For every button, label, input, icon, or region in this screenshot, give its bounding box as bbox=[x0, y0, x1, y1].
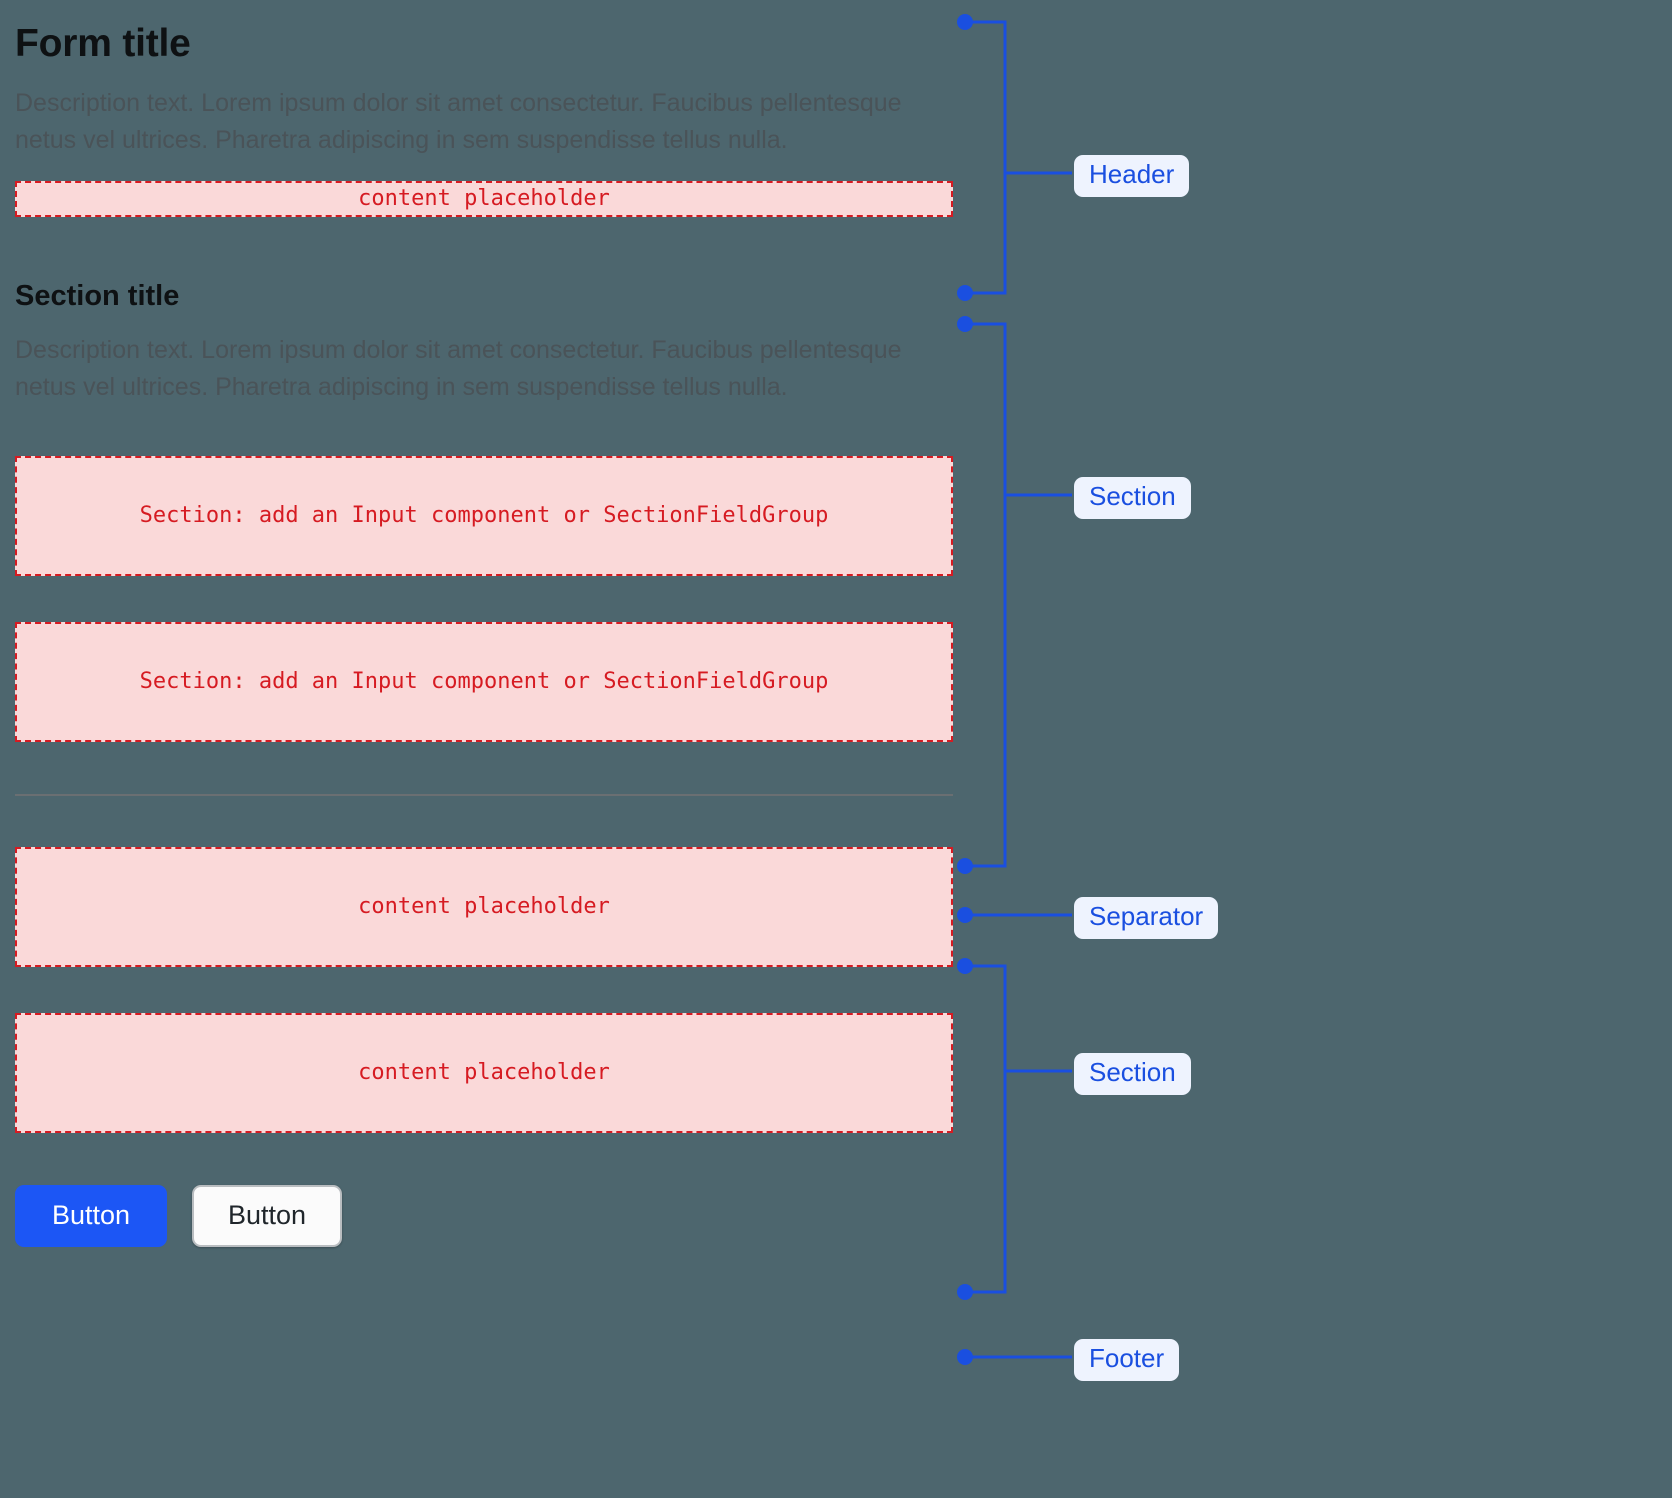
annotation-badge-header[interactable]: Header bbox=[1074, 155, 1190, 197]
form-section-two: content placeholder content placeholder bbox=[15, 846, 953, 1133]
section-two-bracket bbox=[965, 964, 1007, 1294]
section-field-placeholder[interactable]: Section: add an Input component or Secti… bbox=[15, 621, 953, 742]
annotation-dots bbox=[957, 14, 973, 1365]
anchor-dot bbox=[957, 1349, 973, 1365]
section-description: Description text. Lorem ipsum dolor sit … bbox=[15, 335, 902, 401]
section-one-bracket bbox=[965, 322, 1007, 868]
page-title: Form title bbox=[15, 22, 191, 65]
primary-button[interactable]: Button bbox=[15, 1184, 167, 1247]
form-description: Description text. Lorem ipsum dolor sit … bbox=[15, 88, 902, 154]
form-column: Form title Description text. Lorem ipsum… bbox=[15, 0, 953, 1247]
section-title: Section title bbox=[15, 279, 180, 312]
section-content-placeholder[interactable]: content placeholder bbox=[15, 846, 953, 967]
anchor-dot bbox=[957, 14, 973, 30]
annotation-badge-section-one[interactable]: Section bbox=[1074, 477, 1191, 519]
anchor-dot bbox=[957, 907, 973, 923]
header-bracket bbox=[965, 20, 1007, 295]
separator bbox=[15, 793, 953, 796]
annotation-badge-separator[interactable]: Separator bbox=[1074, 897, 1219, 939]
form-footer: Button Button bbox=[15, 1184, 953, 1247]
form-section-one: Section title Description text. Lorem ip… bbox=[15, 279, 953, 742]
anchor-dot bbox=[957, 958, 973, 974]
anchor-dot bbox=[957, 285, 973, 301]
anchor-dot bbox=[957, 1284, 973, 1300]
section-content-placeholder[interactable]: content placeholder bbox=[15, 1012, 953, 1133]
annotation-badge-footer[interactable]: Footer bbox=[1074, 1339, 1180, 1381]
secondary-button[interactable]: Button bbox=[192, 1184, 342, 1247]
form-header: Form title Description text. Lorem ipsum… bbox=[15, 22, 953, 217]
header-content-placeholder[interactable]: content placeholder bbox=[15, 180, 953, 217]
annotation-badge-section-two[interactable]: Section bbox=[1074, 1053, 1191, 1095]
anchor-dot bbox=[957, 858, 973, 874]
section-field-placeholder[interactable]: Section: add an Input component or Secti… bbox=[15, 455, 953, 576]
anchor-dot bbox=[957, 316, 973, 332]
